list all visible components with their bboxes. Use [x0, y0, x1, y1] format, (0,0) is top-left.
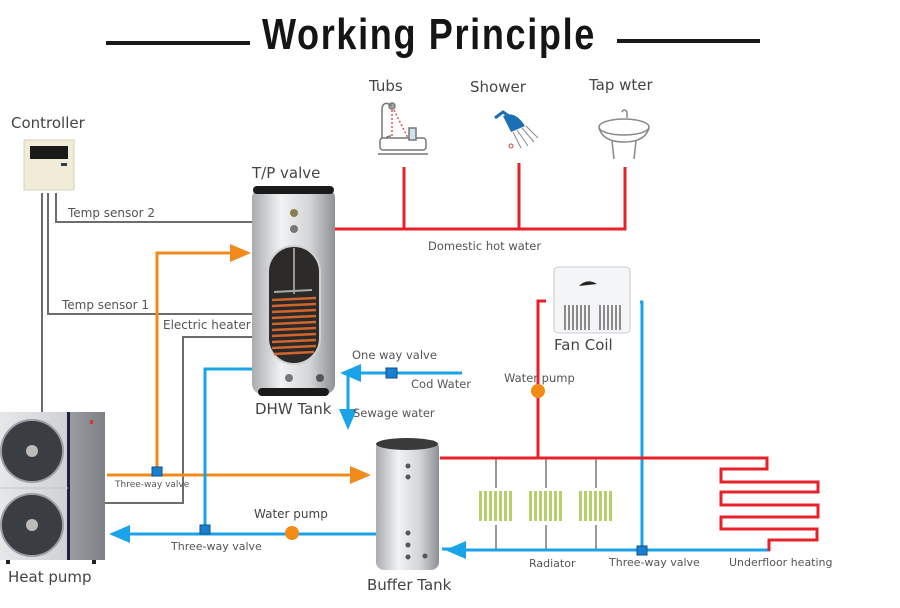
three-way-valve-right-label: Three-way valve: [609, 556, 700, 569]
temp-sensor-1-label: Temp sensor 1: [62, 298, 150, 312]
tap-water-icon: [598, 109, 650, 160]
signal-wires: [41, 193, 252, 504]
underfloor-heating-label: Underfloor heating: [729, 556, 833, 569]
water-pump-bottom-icon: [285, 526, 299, 540]
temp-sensor-2-label: Temp sensor 2: [68, 206, 156, 220]
controller-label: Controller: [11, 114, 85, 132]
temp-sensor-1-wire: [47, 193, 252, 315]
dhw-tank-label: DHW Tank: [255, 400, 332, 418]
one-way-valve-label: One way valve: [352, 348, 437, 362]
tp-valve-label: T/P valve: [252, 164, 321, 182]
one-way-valve-icon: [385, 367, 398, 379]
radiator-label: Radiator: [529, 557, 576, 570]
fan-coil-label: Fan Coil: [554, 336, 613, 354]
radiator-unit-1: [479, 491, 512, 521]
heat-pump-icon: [0, 412, 105, 564]
underfloor-heating-loop: [440, 456, 820, 551]
water-pump-bottom-label: Water pump: [254, 507, 328, 521]
radiators: [479, 491, 612, 521]
water-pump-right-icon: [531, 384, 545, 398]
shower-label: Shower: [470, 78, 526, 96]
page-title: Working Principle: [262, 10, 596, 59]
three-way-valve-top-label: Three-way valve: [115, 480, 190, 490]
sewage-water-label: Sewage water: [353, 406, 435, 420]
heat-pump-label: Heat pump: [8, 568, 92, 586]
fan-coil-supply-pipe: [536, 299, 546, 458]
three-way-valve-bottom-icon: [199, 524, 211, 535]
cold-pipes: [109, 300, 770, 559]
buffer-tank-icon: [376, 438, 439, 570]
radiator-connectors: [495, 459, 597, 549]
supply-to-dhw-pipe: [155, 244, 251, 475]
fan-coil-icon: [553, 266, 631, 334]
electric-heater-wire: [105, 336, 252, 504]
temp-sensor-2-wire: [55, 193, 252, 223]
tubs-label: Tubs: [369, 77, 403, 95]
tubs-icon: [378, 102, 428, 155]
electric-heater-label: Electric heater: [163, 318, 251, 332]
shower-icon: [494, 110, 539, 149]
domestic-hot-water-label: Domestic hot water: [428, 239, 542, 253]
three-way-valve-right-icon: [636, 545, 648, 556]
three-way-valve-top-icon: [151, 466, 163, 477]
dhw-return-pipe: [203, 367, 252, 527]
fan-coil-return-pipe: [640, 300, 644, 550]
water-pump-right-label: Water pump: [504, 371, 575, 385]
buffer-tank-label: Buffer Tank: [367, 576, 452, 594]
hot-pipes: [335, 163, 820, 551]
radiator-unit-2: [529, 491, 562, 521]
tap-water-label: Tap wter: [589, 76, 653, 94]
dhw-tank-icon: [252, 186, 335, 396]
heat-supply-pipes: [107, 244, 371, 484]
controller-icon: [23, 139, 75, 191]
domestic-hot-water-main: [335, 167, 627, 231]
three-way-valve-bottom-label: Three-way valve: [171, 540, 262, 553]
radiator-unit-3: [579, 491, 612, 521]
cod-water-label: Cod Water: [411, 377, 472, 391]
